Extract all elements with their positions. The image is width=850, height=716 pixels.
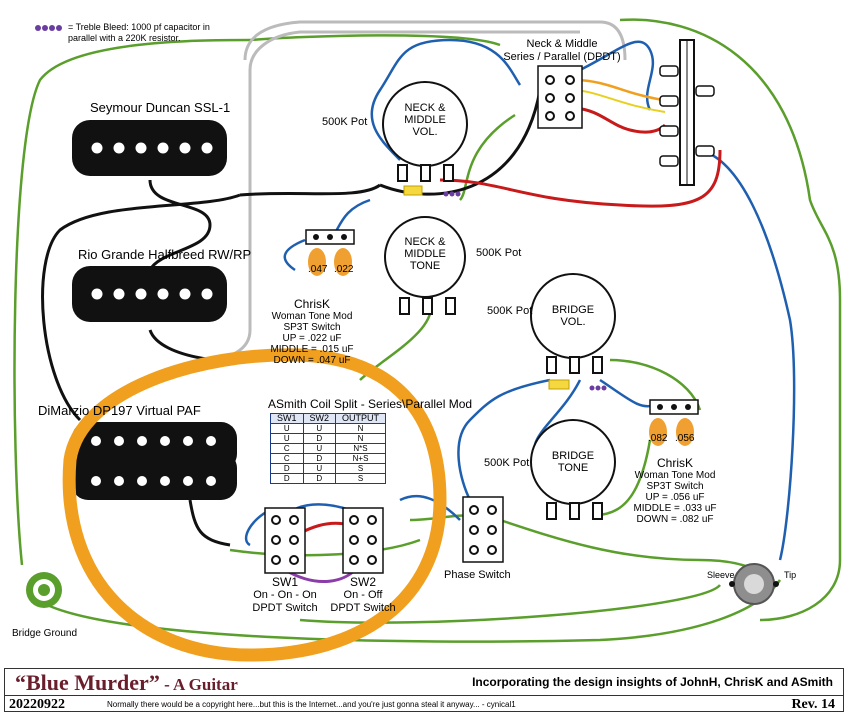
bridge-cap-value-1: .082	[648, 433, 668, 444]
neck-middle-vol-pot	[382, 81, 468, 196]
sw2-switch	[342, 507, 384, 574]
table-cell: U	[302, 443, 337, 454]
table-cell: U	[270, 423, 304, 434]
yellow-wire	[574, 89, 666, 113]
footer-date: 20220922	[9, 697, 65, 712]
neck-middle-tone-value: 500K Pot	[476, 247, 522, 259]
neck-cap-value-1: .047	[308, 264, 328, 275]
table-cell: D	[302, 453, 337, 464]
coil-split-highlight	[62, 348, 447, 662]
table-cell: D	[270, 463, 304, 474]
table-cell: N	[335, 423, 387, 434]
bridge-ground-lug	[26, 572, 62, 608]
wiring-diagram	[13, 18, 842, 662]
footer-revision: Rev. 14	[791, 697, 835, 712]
bridge-vol-pot	[530, 273, 616, 390]
orange-wire	[574, 78, 666, 102]
output-jack	[729, 563, 779, 605]
middle-pickup-label: Rio Grande Halfbreed RW/RP	[78, 247, 252, 262]
bridge-ground-label: Bridge Ground	[12, 628, 78, 639]
table-cell: N+S	[335, 453, 387, 464]
table-cell: U	[302, 423, 337, 434]
bridge-tone-pot	[530, 419, 616, 520]
neck-middle-vol-value: 500K Pot	[322, 116, 368, 128]
table-cell: U	[302, 463, 337, 474]
neck-pickup-label: Seymour Duncan SSL-1	[90, 100, 231, 115]
bridge-tone-value: 500K Pot	[484, 457, 530, 469]
table-cell: N	[335, 433, 387, 444]
coil-split-title: ASmith Coil Split - Series\Parallel Mod	[268, 397, 473, 411]
footer-credits: Incorporating the design insights of Joh…	[472, 675, 833, 689]
coil-split-header: SW1	[270, 413, 304, 424]
jack-tip-label: Tip	[784, 570, 797, 580]
treble-bleed-marker-icon	[443, 191, 607, 391]
neck-tone-sp3t	[305, 229, 355, 276]
table-cell: S	[335, 473, 387, 484]
series-parallel-dpdt	[537, 65, 583, 129]
footer: “Blue Murder” - A Guitar Incorporating t…	[4, 668, 844, 712]
bridge-pickup-label: DiMarzio DP197 Virtual PAF	[38, 403, 201, 418]
neck-pickup	[72, 120, 227, 176]
phase-switch	[462, 496, 504, 563]
table-cell: S	[335, 463, 387, 474]
coil-split-header: SW2	[302, 413, 337, 424]
neck-cap-value-2: .022	[334, 264, 354, 275]
footer-title-main: “Blue Murder”	[15, 670, 160, 695]
coil-split-header: OUTPUT	[335, 413, 387, 424]
legend-text: = Treble Bleed: 1000 pf capacitor in par…	[68, 22, 210, 43]
table-cell: C	[270, 453, 304, 464]
footer-divider	[5, 695, 843, 696]
table-cell: C	[270, 443, 304, 454]
footer-title: “Blue Murder” - A Guitar	[15, 670, 238, 696]
footer-note: Normally there would be a copyright here…	[107, 700, 516, 709]
coil-split-header-row: SW1 SW2 OUTPUT	[270, 413, 387, 424]
blade-switch	[659, 39, 715, 186]
phase-switch-label: Phase Switch	[444, 569, 511, 581]
bridge-vol-value: 500K Pot	[487, 305, 533, 317]
legend-swatch-icon	[35, 25, 62, 31]
middle-pickup	[72, 266, 227, 322]
footer-title-sub: - A Guitar	[159, 675, 238, 694]
bridge-tone-sp3t	[649, 399, 699, 446]
sw1-switch	[264, 507, 306, 574]
bridge-cap-value-2: .056	[675, 433, 695, 444]
neck-middle-tone-pot	[384, 216, 466, 315]
bridge-tone-mod-text: ChrisK Woman Tone Mod SP3T Switch UP = .…	[633, 456, 717, 526]
table-cell: D	[270, 473, 304, 484]
table-cell: N*S	[335, 443, 387, 454]
table-cell: U	[270, 433, 304, 444]
neck-tone-mod-text: ChrisK Woman Tone Mod SP3T Switch UP = .…	[270, 297, 354, 367]
table-cell: D	[302, 433, 337, 444]
table-cell: D	[302, 473, 337, 484]
bridge-humbucker	[72, 422, 237, 500]
jack-sleeve-label: Sleeve	[707, 570, 735, 580]
